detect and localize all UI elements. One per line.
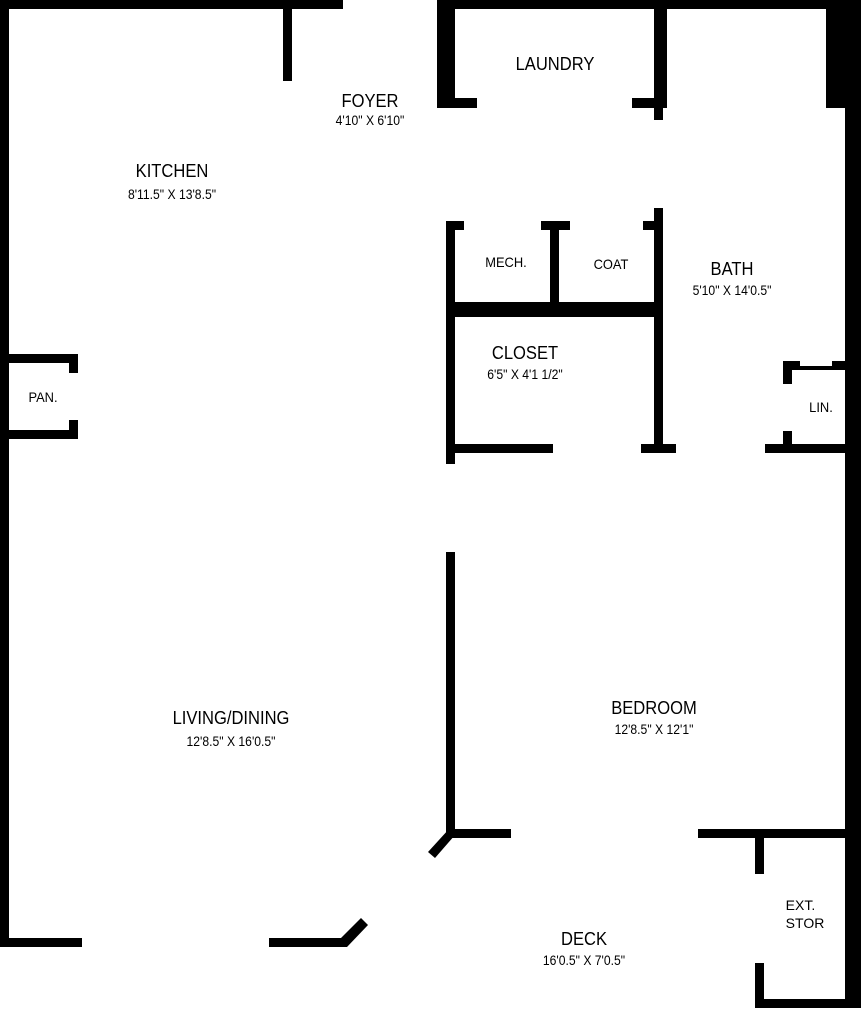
room-living-dining: LIVING/DINING 12'8.5" X 16'0.5" [167,708,294,750]
wall-mech-coat-cap [541,221,570,230]
room-bedroom: BEDROOM 12'8.5" X 12'1" [607,698,700,738]
closet-dims: 6'5" X 4'1 1/2" [487,367,563,382]
wall-living-bottom-left [0,938,82,947]
wall-living-bottom-right [269,938,347,947]
wall-linen-left-bottom [783,431,792,448]
wall-linen-left-top [783,361,792,384]
wall-pantry-bottom [0,430,78,439]
coat-label: COAT [593,256,629,272]
room-coat: COAT [592,256,630,272]
closet-label: CLOSET [491,343,559,363]
wall-pantry-right-bottom [69,420,78,439]
wall-foyer-right [437,0,446,108]
wall-closet-top [446,302,663,317]
room-foyer: FOYER 4'10" X 6'10" [332,91,408,129]
wall-bedroom-bottom-left [446,829,511,838]
wall-bedroom-angle [428,829,455,858]
ext-storage-line1: EXT. [785,897,816,913]
mech-label: MECH. [485,254,527,270]
wall-living-angle [341,918,368,947]
wall-mech-top-cap [446,221,464,230]
room-kitchen: KITCHEN 8'11.5" X 13'8.5" [123,161,221,203]
wall-linen-top-right [832,361,852,370]
deck-label: DECK [560,929,607,949]
room-laundry: LAUNDRY [512,54,598,74]
bedroom-dims: 12'8.5" X 12'1" [614,722,694,737]
wall-top-right [437,0,861,9]
foyer-dims: 4'10" X 6'10" [335,113,405,128]
kitchen-dims: 8'11.5" X 13'8.5" [127,187,217,202]
living-dining-label: LIVING/DINING [172,708,290,728]
room-ext-storage: EXT. STOR [786,896,825,932]
wall-stor-left-bottom [755,963,764,1008]
wall-bedroom-bottom-right [698,829,861,838]
wall-coat-right-cap [643,221,658,230]
bath-dims: 5'10" X 14'0.5" [692,283,772,298]
room-closet: CLOSET 6'5" X 4'1 1/2" [483,343,567,383]
wall-bedroom-left [446,552,455,838]
foyer-label: FOYER [341,91,399,111]
bath-label: BATH [710,259,754,279]
room-linen: LIN. [808,399,834,415]
laundry-label: LAUNDRY [515,54,595,74]
wall-kitchen-stub [283,9,292,81]
wall-mech-coat-divider [550,221,559,303]
wall-left-outer [0,0,9,947]
wall-linen-bottom [765,444,861,453]
wall-laundry-bottom-left [446,98,477,108]
living-dining-dims: 12'8.5" X 16'0.5" [186,734,276,749]
wall-stor-divider-top [755,838,764,874]
kitchen-label: KITCHEN [135,161,209,181]
wall-closet-right [654,208,663,452]
wall-top-left [0,0,343,9]
wall-laundry-left [446,9,455,108]
wall-laundry-stub [654,98,663,120]
linen-label: LIN. [809,399,833,415]
wall-laundry-right [654,9,667,108]
wall-closet-bottom-left [446,444,553,453]
wall-right-block [826,0,861,108]
wall-stor-bottom [755,999,861,1008]
wall-laundry-bottom-right [632,98,667,108]
room-mech: MECH. [483,254,528,270]
room-pantry: PAN. [27,389,59,405]
deck-dims: 16'0.5" X 7'0.5" [542,953,626,968]
room-deck: DECK 16'0.5" X 7'0.5" [538,929,629,969]
wall-right-outer [845,100,861,1000]
wall-mech-left [446,221,455,464]
wall-pantry-right-top [69,354,78,373]
room-bath: BATH 5'10" X 14'0.5" [688,259,776,299]
pantry-label: PAN. [28,389,58,405]
ext-storage-line2: STOR [785,915,825,931]
wall-linen-top [783,366,853,370]
bedroom-label: BEDROOM [611,698,697,718]
wall-pantry-top [0,354,78,363]
wall-closet-bottom-right [641,444,676,453]
